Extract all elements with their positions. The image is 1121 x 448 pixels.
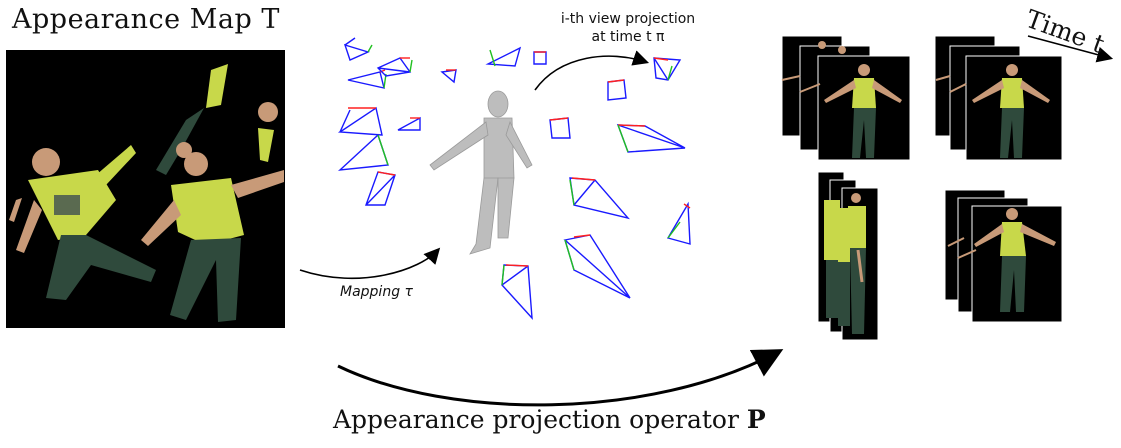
mapping-label: Mapping τ	[340, 284, 413, 300]
view-projection-line2: at time t π	[591, 29, 665, 45]
appearance-map-panel	[6, 50, 285, 328]
camera-frustum	[376, 57, 413, 77]
view-projection-label: i-th view projection at time t π	[520, 10, 736, 46]
camera-frustum	[569, 177, 630, 220]
camera-frustum	[347, 69, 387, 89]
camera-frustum	[440, 69, 457, 84]
camera-frustum	[501, 264, 533, 320]
camera-frustum	[365, 171, 396, 206]
camera-frusta	[337, 37, 691, 320]
projection-operator-symbol: P	[746, 405, 766, 434]
camera-frustum	[337, 106, 383, 136]
appearance-texture-figures	[9, 64, 284, 322]
person-render-2	[935, 64, 1050, 158]
view-projection-line1: i-th view projection	[560, 11, 696, 27]
camera-frustum	[343, 37, 373, 61]
camera-frustum	[485, 46, 522, 67]
projection-operator-text: Appearance projection operator	[333, 405, 739, 434]
camera-frustum	[337, 133, 389, 171]
view-projection-arrow	[534, 50, 650, 91]
camera-frustum	[563, 234, 631, 299]
camera-frustum	[666, 201, 691, 245]
appearance-map-title: Appearance Map T	[12, 4, 280, 35]
texture-head-fragment	[258, 102, 278, 162]
human-mesh-icon	[429, 90, 533, 255]
person-render-3	[824, 193, 866, 334]
camera-frustum	[616, 123, 686, 153]
rendered-views	[781, 35, 1063, 341]
texture-figure-left	[16, 145, 156, 300]
camera-frustum	[533, 51, 547, 65]
texture-figure-right	[141, 152, 284, 322]
projection-operator-caption: Appearance projection operator P	[333, 405, 766, 434]
person-render-4	[947, 208, 1056, 312]
projection-operator-arrow	[337, 349, 784, 407]
person-render-1	[781, 41, 902, 158]
texture-figure-fragment	[156, 64, 228, 175]
mapping-arrow	[299, 247, 441, 280]
time-arrow	[1027, 35, 1114, 63]
camera-frustum	[653, 57, 682, 81]
camera-frustum	[397, 116, 421, 131]
camera-frustum	[549, 117, 571, 139]
camera-frustum	[607, 79, 627, 101]
